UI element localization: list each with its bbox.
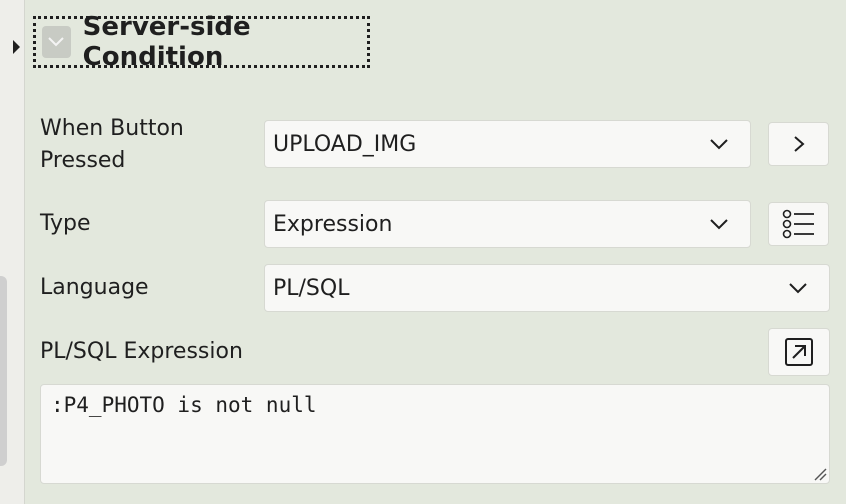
when-button-pressed-select[interactable]: UPLOAD_IMG	[264, 120, 751, 168]
chevron-down-icon	[710, 139, 728, 150]
type-label: Type	[40, 211, 91, 236]
type-select[interactable]: Expression	[264, 200, 751, 248]
chevron-down-icon	[710, 219, 728, 230]
section-toggle-button[interactable]	[42, 26, 71, 58]
when-button-pressed-label: When Button Pressed	[40, 116, 184, 173]
expand-triangle-icon[interactable]	[13, 40, 20, 54]
expand-arrow-icon	[785, 338, 813, 366]
property-panel: Server-side Condition When Button Presse…	[25, 0, 846, 504]
chevron-down-icon	[789, 283, 807, 294]
list-of-values-button[interactable]	[768, 202, 829, 246]
plsql-expression-value: :P4_PHOTO is not null	[51, 393, 317, 417]
section-header[interactable]: Server-side Condition	[33, 12, 370, 72]
language-value: PL/SQL	[273, 275, 350, 301]
plsql-expression-label: PL/SQL Expression	[40, 339, 243, 364]
left-rail	[0, 0, 25, 504]
go-to-button[interactable]	[768, 122, 829, 166]
chevron-down-icon	[48, 37, 65, 47]
section-title: Server-side Condition	[82, 12, 251, 72]
plsql-expression-textarea[interactable]: :P4_PHOTO is not null	[40, 384, 830, 484]
type-value: Expression	[273, 211, 393, 237]
resize-handle-icon[interactable]	[813, 467, 827, 481]
chevron-right-icon	[793, 136, 805, 152]
when-button-pressed-value: UPLOAD_IMG	[273, 131, 417, 157]
list-icon	[782, 209, 814, 239]
language-label: Language	[40, 275, 149, 300]
language-select[interactable]: PL/SQL	[264, 264, 830, 312]
expand-editor-button[interactable]	[768, 328, 830, 376]
scrollbar[interactable]	[0, 276, 7, 466]
